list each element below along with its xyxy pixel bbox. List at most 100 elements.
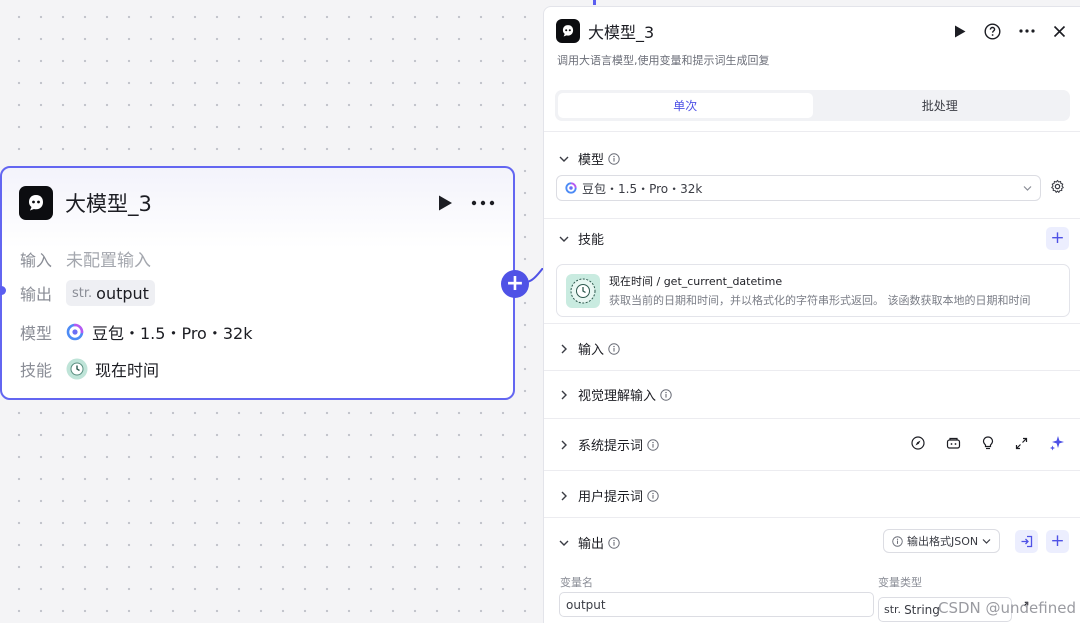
- lightbulb-icon[interactable]: [982, 436, 994, 450]
- model-section: [544, 131, 1080, 218]
- info-icon[interactable]: [660, 388, 672, 401]
- expand-icon[interactable]: [1018, 601, 1029, 612]
- chevron-down-icon: [982, 538, 991, 544]
- input-section-header[interactable]: 输入: [558, 339, 620, 358]
- input-section: [544, 323, 1080, 370]
- close-icon[interactable]: [1053, 25, 1066, 38]
- llm-panel-icon: [556, 19, 580, 43]
- user-prompt-section-header[interactable]: 用户提示词: [558, 486, 659, 505]
- help-icon[interactable]: [984, 22, 1001, 40]
- column-header-type: 变量类型: [878, 576, 922, 589]
- chevron-right-icon: [558, 389, 570, 401]
- prompt-library-icon[interactable]: [946, 436, 961, 450]
- run-node-icon[interactable]: [437, 194, 453, 212]
- chevron-right-icon: [558, 343, 570, 355]
- node-input-row: 输入 未配置输入: [20, 246, 151, 272]
- clock-skill-icon: [66, 358, 88, 380]
- tab-batch[interactable]: 批处理: [921, 99, 958, 113]
- skills-section-label: 技能: [578, 233, 605, 248]
- llm-node-card[interactable]: 大模型_3 输入 未配置输入 输出 str. output 模型: [0, 166, 515, 400]
- chevron-right-icon: [558, 490, 570, 502]
- chevron-down-icon: [558, 153, 570, 165]
- node-config-panel: 大模型_3 调用大语言模型,使用变量和提示词生成回复 单次 批处理 模型 豆包・…: [543, 6, 1080, 623]
- input-label: 输入: [20, 250, 53, 270]
- output-variable-tag: str. output: [66, 280, 155, 306]
- add-output-field-button[interactable]: +: [1046, 530, 1069, 553]
- chevron-down-icon: [1023, 185, 1032, 191]
- ai-sparkle-icon[interactable]: [1049, 435, 1065, 451]
- add-next-node-button[interactable]: +: [501, 270, 529, 298]
- model-value: 豆包・1.5・Pro・32k: [92, 324, 253, 343]
- node-title: 大模型_3: [65, 192, 152, 216]
- skill-value: 现在时间: [95, 361, 160, 380]
- output-format-select[interactable]: 输出格式JSON: [883, 529, 1001, 553]
- model-section-label: 模型: [578, 153, 605, 168]
- node-output-row: 输出 str. output: [20, 280, 155, 306]
- output-format-label: 输出格式JSON: [907, 535, 979, 548]
- prompt-toolbar: [911, 435, 1065, 451]
- system-prompt-section-header[interactable]: 系统提示词: [558, 435, 659, 454]
- compass-icon[interactable]: [911, 436, 925, 450]
- chevron-right-icon: [558, 439, 570, 451]
- more-options-icon[interactable]: [1019, 29, 1035, 33]
- model-select[interactable]: 豆包・1.5・Pro・32k: [556, 175, 1041, 201]
- clock-skill-icon: [566, 273, 600, 308]
- output-label: 输出: [20, 285, 53, 304]
- plus-icon: +: [1050, 228, 1065, 248]
- input-section-label: 输入: [578, 343, 605, 358]
- model-section-header[interactable]: 模型: [558, 149, 620, 168]
- run-icon[interactable]: [954, 25, 966, 38]
- more-options-icon[interactable]: [471, 200, 495, 206]
- doubao-logo-icon: [66, 323, 84, 341]
- user-prompt-section: [544, 470, 1080, 517]
- visual-input-section-header[interactable]: 视觉理解输入: [558, 385, 672, 404]
- node-connection-handle-top[interactable]: [593, 0, 596, 5]
- skill-description: 获取当前的日期和时间，并以格式化的字符串形式返回。 该函数获取本地的日期和时间: [609, 294, 1031, 307]
- import-icon: [1021, 535, 1033, 548]
- skills-section-header[interactable]: 技能: [558, 229, 604, 248]
- input-port[interactable]: [0, 286, 6, 295]
- skill-item-card[interactable]: 现在时间 / get_current_datetime 获取当前的日期和时间，并…: [556, 264, 1070, 317]
- mode-tabs: 单次 批处理: [555, 90, 1070, 121]
- visual-input-section: [544, 370, 1080, 418]
- chevron-down-icon: [558, 537, 570, 549]
- skill-label: 技能: [20, 361, 53, 380]
- info-icon[interactable]: [608, 536, 620, 549]
- expand-icon[interactable]: [1015, 437, 1028, 450]
- info-icon[interactable]: [647, 438, 659, 451]
- model-settings-gear-icon[interactable]: [1050, 179, 1065, 194]
- plus-icon: +: [1050, 531, 1065, 551]
- system-prompt-section: [544, 418, 1080, 470]
- skills-section: [544, 218, 1080, 323]
- output-name: output: [96, 283, 149, 303]
- system-prompt-section-label: 系统提示词: [578, 439, 644, 454]
- info-icon[interactable]: [608, 152, 620, 165]
- chevron-down-icon: [558, 233, 570, 245]
- output-section-header[interactable]: 输出: [558, 533, 620, 552]
- add-port-symbol: +: [505, 271, 525, 296]
- user-prompt-section-label: 用户提示词: [578, 490, 644, 505]
- node-model-row: 模型 豆包・1.5・Pro・32k: [20, 320, 252, 344]
- visual-input-section-label: 视觉理解输入: [578, 389, 657, 404]
- info-icon[interactable]: [608, 342, 620, 355]
- llm-node-icon: [19, 186, 53, 220]
- node-skill-row: 技能 现在时间: [20, 357, 159, 381]
- info-icon[interactable]: [647, 489, 659, 502]
- add-skill-button[interactable]: +: [1046, 227, 1069, 250]
- tab-single[interactable]: 单次: [558, 93, 813, 118]
- output-section-label: 输出: [578, 537, 605, 552]
- model-label: 模型: [20, 324, 53, 343]
- type-value: String: [904, 602, 940, 617]
- input-value: 未配置输入: [66, 251, 151, 271]
- doubao-logo-icon: [565, 182, 577, 194]
- import-output-button[interactable]: [1015, 530, 1038, 553]
- output-variable-type-select[interactable]: str. String: [878, 597, 1012, 622]
- panel-header: 大模型_3: [556, 18, 1066, 44]
- skill-name: 现在时间 / get_current_datetime: [609, 275, 783, 288]
- model-select-value: 豆包・1.5・Pro・32k: [582, 181, 703, 196]
- watermark: CSDN @undefined: [937, 599, 1076, 617]
- output-type: str.: [72, 285, 93, 301]
- type-prefix: str.: [884, 603, 902, 616]
- panel-title: 大模型_3: [588, 23, 655, 42]
- output-variable-name-input[interactable]: [559, 592, 874, 617]
